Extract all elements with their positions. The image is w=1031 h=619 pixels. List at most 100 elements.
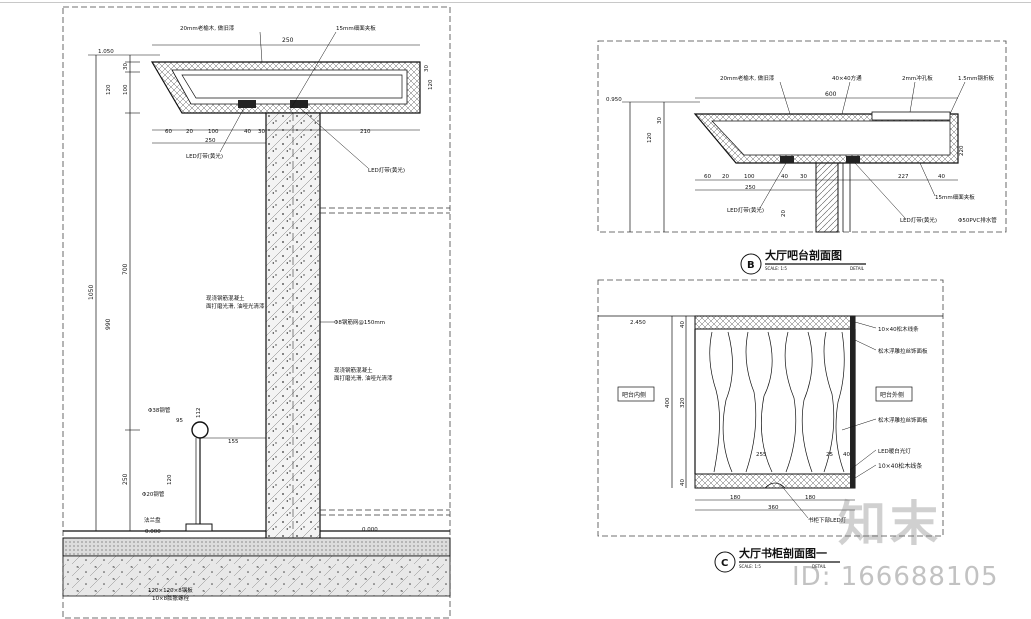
watermark-id: ID: 166688105 [792, 562, 999, 592]
dim-250b: 250 [205, 138, 216, 144]
c-dim-40b: 40 [680, 479, 686, 486]
dim-30b: 30 [258, 129, 265, 135]
b-label-led-right: LED灯带(黄光) [900, 216, 937, 224]
b-dim-600: 600 [825, 91, 837, 98]
watermark-logo: 知末 [838, 496, 943, 552]
b-label-bent-steel: 1.5mm钢折板 [958, 74, 994, 82]
dim-600: 250 [282, 37, 294, 44]
c-detail: DETAIL [812, 564, 827, 569]
c-dim-180b: 180 [805, 495, 816, 501]
b-dim-40: 40 [781, 174, 788, 180]
label-concrete-1b: 面打磨光滑, 油哑光清漆 [206, 302, 265, 310]
b-dim-30b: 30 [800, 174, 807, 180]
drawing-c-frame [597, 279, 944, 537]
dim-112: 112 [196, 408, 202, 419]
b-level: 0.950 [606, 97, 622, 103]
c-title: 大厅书柜剖面图一 [739, 546, 827, 560]
c-title-mark [714, 551, 736, 573]
dim-210: 210 [360, 129, 371, 135]
c-dim-40: 40 [680, 321, 686, 328]
dim-155: 155 [228, 439, 239, 445]
foot-rail-pipe [191, 421, 209, 439]
c-label-inner: 吧台内侧 [622, 391, 646, 399]
label-flange: 法兰盘 [144, 516, 161, 524]
perforated-plate [871, 111, 951, 121]
dim-1050: 1050 [88, 285, 95, 300]
level-floor: 0.000 [145, 529, 161, 535]
dim-120-right: 120 [428, 79, 434, 90]
label-base-1: 120×120×8钢板 [148, 586, 193, 594]
c-label-led-warm: LED暖白光灯 [878, 447, 911, 455]
dim-700: 700 [122, 263, 129, 275]
label-top-finish: 20mm老榆木, 做旧漆 [180, 24, 235, 32]
c-dim-40c: 40 [843, 452, 850, 458]
level-top: 1.050 [98, 49, 114, 55]
level-floor-2: 0.000 [362, 527, 378, 533]
c-dim-180: 180 [730, 495, 741, 501]
dim-40: 40 [244, 129, 251, 135]
floor-slab [62, 537, 451, 557]
drawing-1-bar-section: 1.050 30 100 120 1050 700 990 250 0.000 … [62, 6, 451, 619]
dim-60: 60 [165, 129, 172, 135]
drawing-1-frame [62, 6, 451, 619]
label-rebar: Φ8钢筋网@150mm [334, 318, 385, 326]
label-pipe-38: Φ38钢管 [148, 406, 171, 414]
dim-95: 95 [176, 418, 183, 424]
label-concrete-2: 现浇钢筋混凝土 [334, 366, 373, 374]
label-plywood: 15mm细面夹板 [336, 24, 376, 32]
dim-30-right: 30 [424, 65, 430, 72]
c-scale: SCALE: 1:5 [739, 564, 761, 569]
c-dim-360: 360 [768, 505, 779, 511]
b-dim-20b: 20 [781, 210, 787, 217]
dim-100b: 100 [208, 129, 219, 135]
b-dim-250: 250 [745, 185, 756, 191]
dim-100: 100 [123, 84, 129, 95]
drawing-b-bar-section: 0.950 120 30 600 220 60 20 100 40 30 227… [597, 40, 1007, 275]
b-dim-227: 227 [898, 174, 909, 180]
label-base-2: 10×8膨胀螺栓 [152, 594, 190, 602]
led-strip-left [238, 100, 256, 108]
b-title-mark [740, 253, 762, 275]
led-strip-right [290, 100, 308, 108]
b-dim-60: 60 [704, 174, 711, 180]
b-dim-120: 120 [647, 132, 653, 143]
bottom-shelf [694, 473, 856, 489]
b-dim-20: 20 [722, 174, 729, 180]
label-led-left: LED灯带(黄光) [186, 152, 223, 160]
bar-support [815, 162, 839, 233]
top-shelf [694, 315, 856, 330]
c-dim-255: 255 [756, 452, 767, 458]
c-title-mark-text: C [721, 558, 728, 569]
b-dim-100: 100 [744, 174, 755, 180]
top-border-line [0, 2, 1031, 3]
c-label-veneer-1: 松木浮雕拉丝饰面板 [878, 347, 928, 355]
dim-120: 120 [106, 84, 112, 95]
b-dim-40b: 40 [938, 174, 945, 180]
b-label-drain: Φ50PVC排水管 [958, 216, 997, 224]
c-label-veneer-2: 松木浮雕拉丝饰面板 [878, 416, 928, 424]
c-label-wood-strip-2: 10×40松木线条 [878, 462, 922, 470]
label-concrete-1: 现浇钢筋混凝土 [206, 294, 245, 302]
b-label-square-tube: 40×40方通 [832, 74, 862, 82]
flange-plate [185, 523, 213, 532]
b-label-perforated: 2mm冲孔板 [902, 74, 933, 82]
dim-30: 30 [123, 63, 129, 70]
label-led-right: LED灯带(黄光) [368, 166, 405, 174]
c-label-bottom: 书柜下部LED灯 [808, 516, 847, 524]
c-dim-320: 320 [680, 397, 686, 408]
b-dim-30: 30 [657, 117, 663, 124]
dim-120c: 120 [167, 474, 173, 485]
b-title-mark-text: B [747, 260, 755, 271]
c-level: 2.450 [630, 320, 646, 326]
dim-250: 250 [122, 473, 129, 485]
c-dim-400: 400 [665, 397, 671, 408]
dim-990: 990 [105, 318, 112, 330]
dim-20: 20 [186, 129, 193, 135]
c-label-wood-strip: 10×40松木线条 [878, 325, 919, 333]
b-dim-220: 220 [959, 145, 965, 156]
b-detail: DETAIL [850, 266, 865, 271]
b-scale: SCALE: 1:5 [765, 266, 787, 271]
b-label-plywood: 15mm细面夹板 [935, 193, 975, 201]
b-label-top-finish: 20mm老榆木, 做旧漆 [720, 74, 775, 82]
